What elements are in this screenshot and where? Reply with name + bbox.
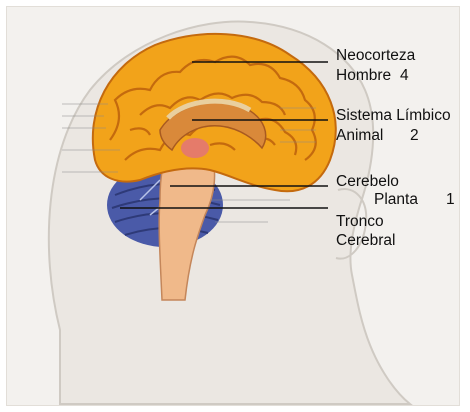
label-neocorteza-sub: Hombre: [336, 66, 391, 85]
label-neocorteza-num: 4: [400, 66, 409, 85]
label-cerebelo-title: Cerebelo: [336, 172, 399, 191]
label-limbico-num: 2: [410, 126, 419, 145]
label-cerebelo-num: 1: [446, 190, 455, 209]
label-tronco-title: Tronco: [336, 212, 384, 231]
label-cerebelo-sub: Planta: [374, 190, 418, 209]
thalamus: [181, 138, 209, 158]
label-neocorteza-title: Neocorteza: [336, 46, 415, 65]
label-tronco-sub: Cerebral: [336, 231, 395, 250]
label-limbico-sub: Animal: [336, 126, 383, 145]
label-limbico-title: Sistema Límbico: [336, 106, 451, 125]
